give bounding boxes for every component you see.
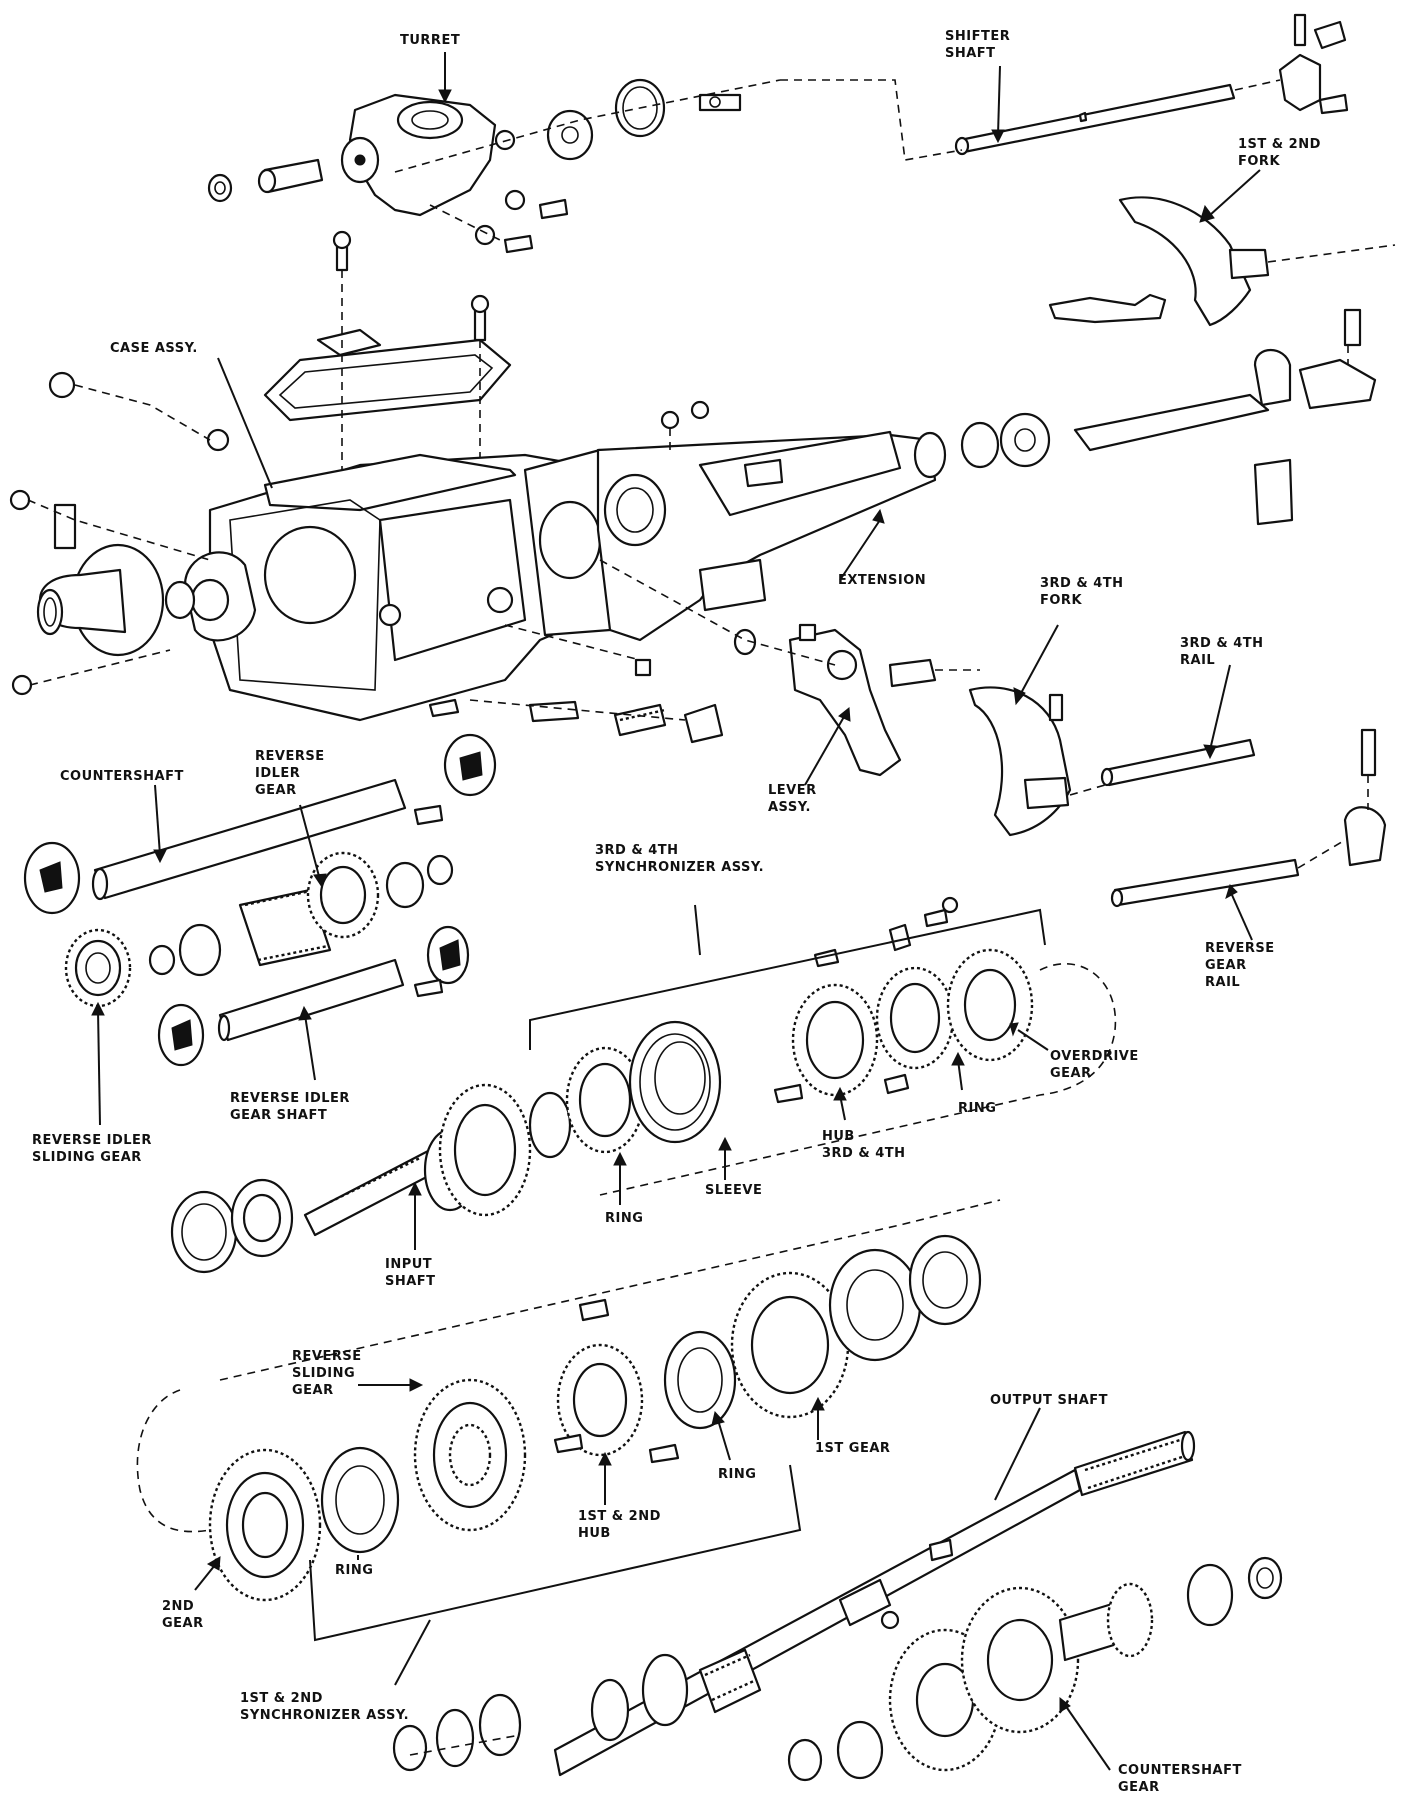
- case-assembly: [9, 230, 724, 744]
- reverse-idler-sliding-gear-part: [64, 928, 132, 1008]
- fork-3rd-4th-label: 3RD & 4TH FORK: [1040, 576, 1124, 608]
- first-gear-label: 1ST GEAR: [815, 1441, 891, 1456]
- extension-part: [596, 308, 1377, 642]
- alignment-loop-lower: [136, 1389, 211, 1533]
- reverse-idler-gear-label: REVERSE IDLER GEAR: [255, 749, 325, 798]
- ring-label-b: RING: [605, 1211, 644, 1226]
- reverse-sliding-gear-label: REVERSE SLIDING GEAR: [292, 1349, 362, 1398]
- output-shaft-part: [392, 1430, 1196, 1777]
- shifter-shaft-label: SHIFTER SHAFT: [945, 29, 1011, 61]
- countershaft-label: COUNTERSHAFT: [60, 769, 184, 784]
- fork-1st-2nd-label: 1ST & 2ND FORK: [1238, 137, 1321, 169]
- ring-label-a: RING: [958, 1101, 997, 1116]
- synchronizer-3rd-4th-parts: [565, 896, 1034, 1154]
- first-gear-part: [730, 1234, 982, 1419]
- fork-3rd-4th-part: [968, 686, 1072, 837]
- case-assy-label: CASE ASSY.: [110, 341, 198, 356]
- lever-assy-label: LEVER ASSY.: [768, 783, 817, 815]
- rail-3rd-4th-part: [1069, 738, 1256, 796]
- reverse-gear-rail-part: [1110, 728, 1387, 908]
- second-gear-label: 2ND GEAR: [162, 1599, 204, 1631]
- input-shaft-part: [170, 1083, 572, 1274]
- synchronizer-3rd-4th-label: 3RD & 4TH SYNCHRONIZER ASSY.: [595, 843, 765, 875]
- shifter-shaft-part: [780, 13, 1349, 161]
- countershaft-gear-part: [787, 1556, 1283, 1782]
- input-shaft-label: INPUT SHAFT: [385, 1257, 436, 1289]
- turret-label: TURRET: [400, 33, 461, 48]
- hub-1st-2nd-part: [553, 1298, 737, 1464]
- second-gear-part: [208, 1446, 400, 1602]
- reverse-idler-sliding-gear-label: REVERSE IDLER SLIDING GEAR: [32, 1133, 152, 1165]
- sleeve-label: SLEEVE: [705, 1183, 763, 1198]
- countershaft-gear-label: COUNTERSHAFT GEAR: [1118, 1763, 1242, 1795]
- hub-1st-2nd-label: 1ST & 2ND HUB: [578, 1509, 661, 1541]
- reverse-idler-gear-shaft-label: REVERSE IDLER GEAR SHAFT: [230, 1091, 350, 1123]
- synchronizer-1st-2nd-label: 1ST & 2ND SYNCHRONIZER ASSY.: [240, 1691, 410, 1723]
- ring-label-d: RING: [335, 1563, 374, 1578]
- output-shaft-label: OUTPUT SHAFT: [990, 1393, 1109, 1408]
- overdrive-gear-label: OVERDRIVE GEAR: [1050, 1049, 1139, 1081]
- extension-label: EXTENSION: [838, 573, 927, 588]
- rail-3rd-4th-label: 3RD & 4TH RAIL: [1180, 636, 1264, 668]
- alignment-loop-upper: [599, 962, 1117, 1196]
- reverse-idler-gear-shaft-part: [157, 925, 470, 1067]
- reverse-sliding-gear-part: [413, 1378, 527, 1532]
- countershaft-part: [23, 733, 497, 915]
- ring-label-c: RING: [718, 1467, 757, 1482]
- reverse-gear-rail-label: REVERSE GEAR RAIL: [1205, 941, 1275, 990]
- leader-lines: [91, 52, 1261, 1771]
- hub-3rd-4th-label: HUB 3RD & 4TH: [822, 1129, 906, 1161]
- fork-1st-2nd-part: [1048, 196, 1396, 327]
- lever-assembly-part: [599, 559, 980, 777]
- turret-assembly: [207, 78, 781, 254]
